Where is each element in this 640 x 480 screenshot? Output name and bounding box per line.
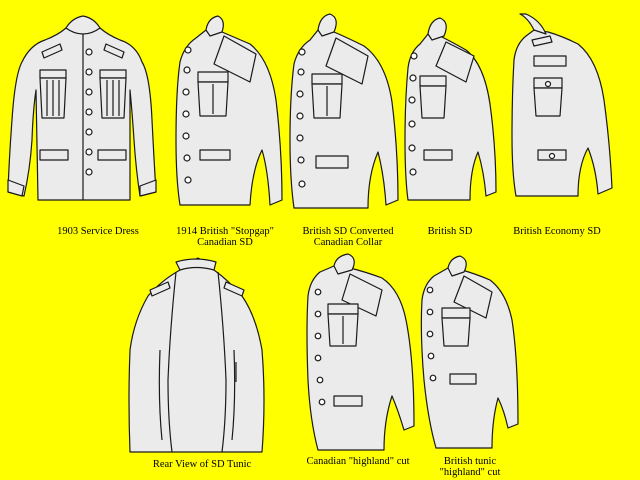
tunic-rear-view	[128, 257, 265, 453]
tunic-1914-british-stopgap	[175, 15, 283, 206]
tunic-british-economy-sd	[511, 13, 613, 197]
caption-canadian-highland-cut: Canadian "highland" cut	[306, 456, 410, 467]
tunic-canadian-highland-cut	[306, 253, 415, 451]
caption-british-sd: British SD	[427, 226, 473, 237]
caption-rear-view-sd: Rear View of SD Tunic	[152, 459, 252, 470]
caption-british-sd-converted: British SD Converted Canadian Collar	[302, 226, 394, 248]
caption-1903-service-dress: 1903 Service Dress	[57, 226, 139, 237]
caption-british-tunic-highland-cut: British tunic "highland" cut	[439, 456, 501, 478]
tunic-1903-service-dress	[7, 15, 157, 201]
caption-british-economy-sd: British Economy SD	[513, 226, 601, 237]
tunic-british-highland-cut	[420, 255, 519, 449]
caption-1914-british-stopgap: 1914 British "Stopgap" Canadian SD	[176, 226, 274, 248]
tunic-british-sd-converted	[289, 13, 399, 209]
tunic-british-sd	[404, 17, 497, 201]
